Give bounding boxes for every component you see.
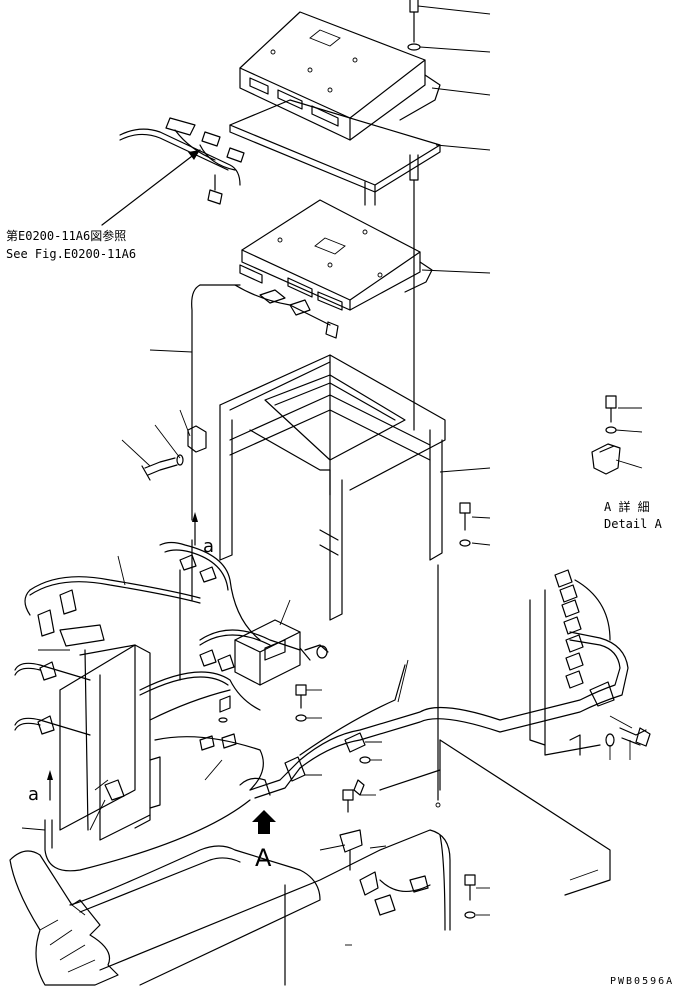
- gloved-hand: [9, 850, 119, 986]
- lower-cover: [69, 739, 611, 986]
- reference-label-en: See Fig.E0200-11A6: [6, 247, 136, 261]
- middle-controller: [191, 199, 433, 521]
- relay-bolt: [299, 644, 329, 661]
- detail-a-parts: [591, 395, 621, 475]
- drawing-code: PWB0596A: [610, 976, 674, 987]
- arrow-a-lower: [47, 770, 53, 780]
- leader-lines: [21, 5, 643, 946]
- arrow-a-upper: [192, 512, 198, 522]
- connector-bank: [529, 569, 615, 756]
- relay-box: [234, 619, 301, 686]
- lower-right-bolts: [464, 874, 476, 919]
- view-arrow: [252, 810, 276, 834]
- view-a-label: A: [255, 844, 272, 872]
- long-rod: [407, 0, 441, 808]
- marker-a-upper: a: [203, 536, 214, 557]
- upper-harness: [119, 117, 245, 205]
- reference-label-jp: 第E0200-11A6図参照: [6, 228, 126, 243]
- left-clamp-bolt: [141, 425, 207, 481]
- detail-label-en: Detail A: [604, 517, 663, 531]
- upper-controller: [239, 11, 441, 141]
- right-side-bolt: [605, 727, 651, 747]
- main-harness: [239, 631, 629, 799]
- frame-bracket: [219, 354, 446, 621]
- right-bolt-washer: [459, 502, 471, 547]
- detail-label-jp: A 詳 細: [604, 499, 650, 514]
- lower-harness-assembly: [14, 539, 301, 872]
- marker-a-lower: a: [28, 784, 39, 805]
